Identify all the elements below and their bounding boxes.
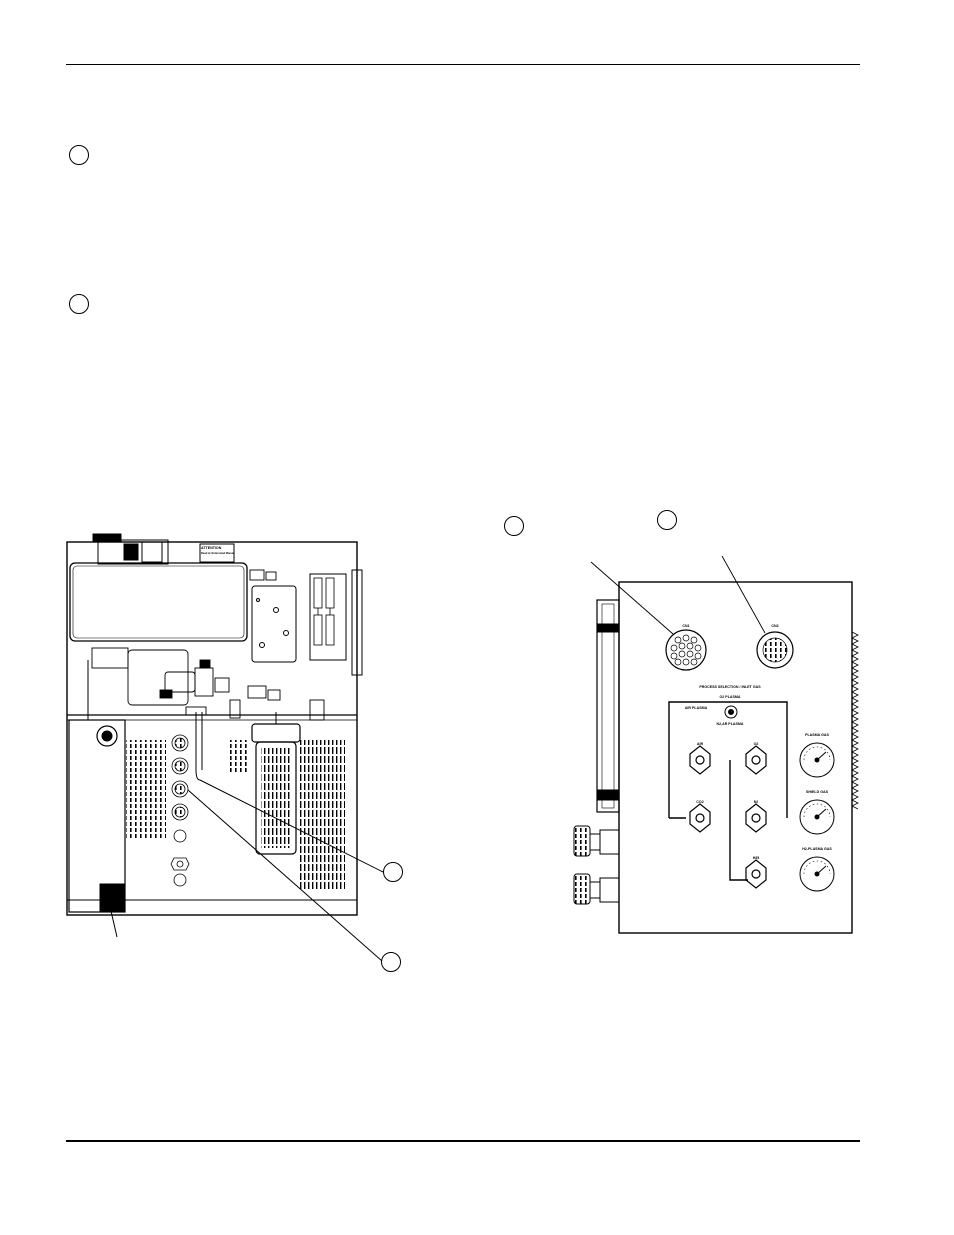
placard-sublabel: Read & Understand Manual [201, 551, 235, 555]
needle-valve-knobs [573, 825, 620, 905]
n2-ar-plasma-label: N2,AR PLASMA [717, 722, 744, 726]
callout-circle-left-a [383, 862, 403, 882]
cn1-connector [665, 629, 707, 671]
gauge-shield-gas-label: SHIELD GAS [806, 790, 829, 794]
attention-placard [199, 543, 235, 563]
callout-circle-cn2 [657, 510, 677, 530]
callout-circle-cn1 [504, 516, 524, 536]
panel-title: PROCESS SELECTION / INLET GAS [699, 685, 761, 689]
gauge-plasma-gas-label: PLASMA GAS [805, 733, 829, 737]
cn2-connector [756, 631, 794, 669]
inlet-fittings [689, 745, 767, 889]
right-figure [573, 555, 859, 934]
cn2-label: CN2 [771, 624, 778, 628]
fitting-n2-label: N2 [754, 800, 759, 804]
receptacle-stack [170, 734, 190, 887]
placard-label: ATTENTION [201, 546, 222, 550]
left-figure [66, 533, 384, 962]
footer-rule [66, 1140, 860, 1142]
cn1-label: CN1 [682, 624, 689, 628]
o2-plasma-label: O2 PLASMA [720, 695, 741, 699]
callout-circle-1 [69, 145, 89, 165]
gauge-h2-plasma-gas-label: H2-PLASMA GAS [802, 847, 832, 851]
fitting-air-label: AIR [697, 742, 704, 746]
header-rule [66, 64, 860, 65]
callout-circle-2 [69, 294, 89, 314]
fitting-co2-label: CO2 [696, 800, 703, 804]
callout-circle-left-b [381, 952, 401, 972]
air-plasma-label: AIR PLASMA [685, 706, 708, 710]
fitting-h35-label: H35 [753, 856, 760, 860]
pressure-gauges [799, 742, 835, 892]
fitting-o2-label: O2 [754, 742, 759, 746]
